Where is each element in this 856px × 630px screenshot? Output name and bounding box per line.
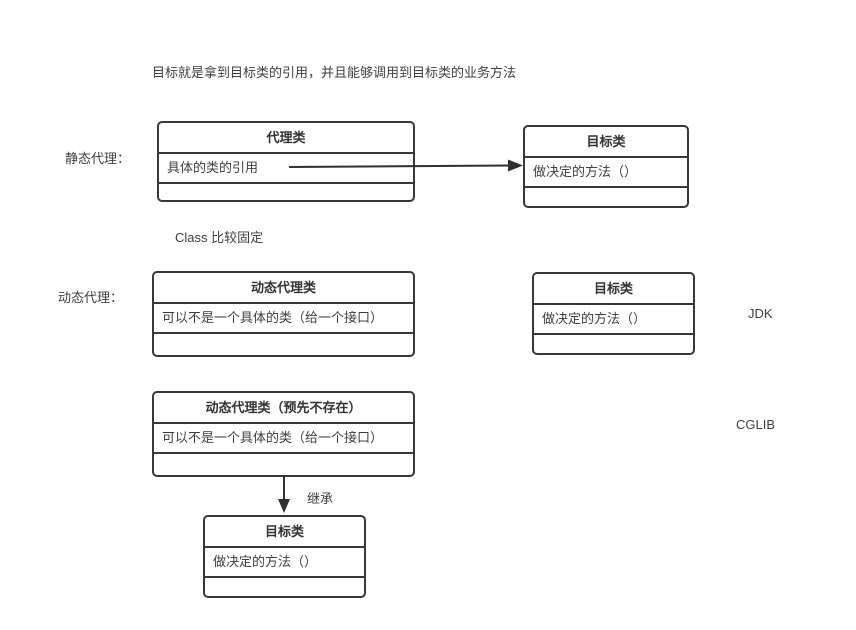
class-box-title: 代理类 (159, 123, 413, 154)
class-box-empty-row (154, 334, 413, 355)
class-box-cglib-target: 目标类 做决定的方法（） (203, 515, 366, 598)
class-box-empty-row (534, 335, 693, 353)
jdk-label: JDK (748, 306, 773, 321)
diagram-heading: 目标就是拿到目标类的引用，并且能够调用到目标类的业务方法 (152, 65, 517, 80)
inherit-label: 继承 (307, 491, 334, 506)
inherit-arrowhead-icon (278, 499, 290, 513)
class-box-title: 动态代理类（预先不存在） (154, 393, 413, 424)
class-box-title: 目标类 (205, 517, 364, 548)
class-box-member: 具体的类的引用 (159, 154, 413, 184)
static-reference-arrowhead-icon (508, 159, 523, 172)
class-box-empty-row (159, 184, 413, 200)
class-box-member: 做决定的方法（） (534, 305, 693, 335)
class-box-static-proxy: 代理类 具体的类的引用 (157, 121, 415, 202)
class-box-member: 做决定的方法（） (205, 548, 364, 578)
class-box-empty-row (525, 188, 687, 206)
class-box-member: 做决定的方法（） (525, 158, 687, 188)
class-box-title: 目标类 (525, 127, 687, 158)
class-fixed-note: Class 比较固定 (175, 230, 264, 245)
class-box-member: 可以不是一个具体的类（给一个接口） (154, 304, 413, 334)
cglib-label: CGLIB (736, 417, 776, 432)
static-proxy-row-label: 静态代理： (65, 151, 131, 166)
class-box-title: 目标类 (534, 274, 693, 305)
dynamic-proxy-row-label: 动态代理： (58, 290, 124, 305)
class-box-jdk-proxy: 动态代理类 可以不是一个具体的类（给一个接口） (152, 271, 415, 357)
class-box-empty-row (205, 578, 364, 596)
class-box-static-target: 目标类 做决定的方法（） (523, 125, 689, 208)
class-box-member: 可以不是一个具体的类（给一个接口） (154, 424, 413, 454)
class-box-cglib-proxy: 动态代理类（预先不存在） 可以不是一个具体的类（给一个接口） (152, 391, 415, 477)
class-box-jdk-target: 目标类 做决定的方法（） (532, 272, 695, 355)
inherit-arrow (278, 476, 290, 513)
class-box-empty-row (154, 454, 413, 475)
class-box-title: 动态代理类 (154, 273, 413, 304)
